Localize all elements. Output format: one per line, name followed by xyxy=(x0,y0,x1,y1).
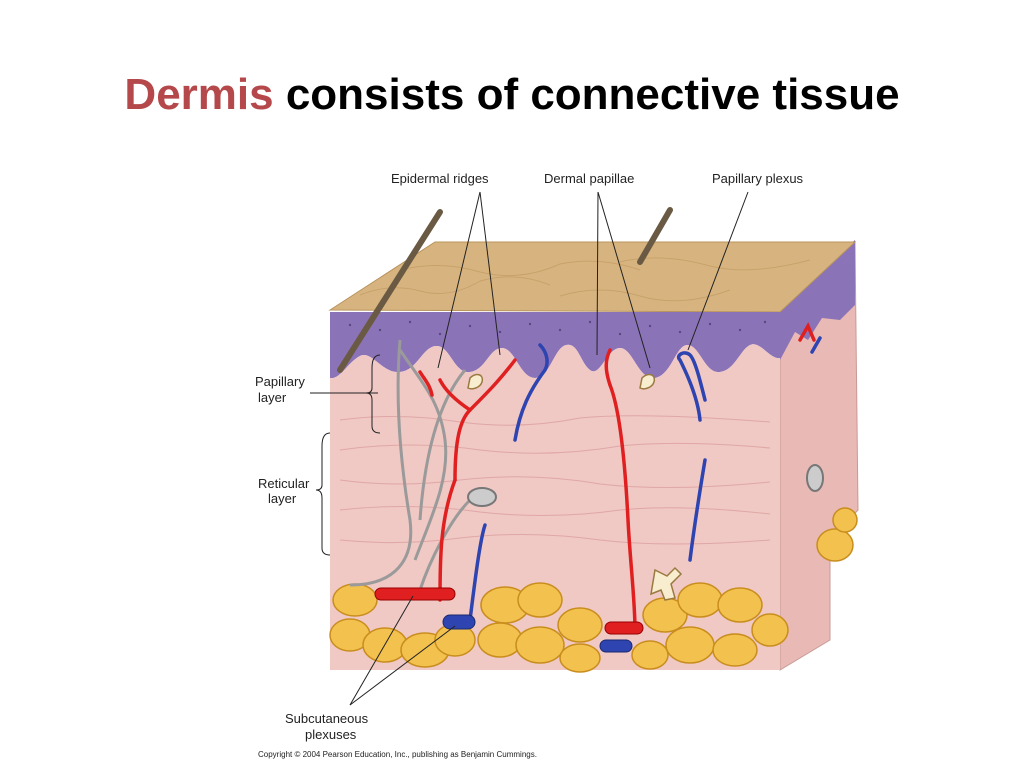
arteries xyxy=(418,322,816,632)
label-epidermal-ridges: Epidermal ridges xyxy=(391,171,489,186)
label-dermal-papillae: Dermal papillae xyxy=(544,171,634,186)
subcutaneous-artery xyxy=(374,587,456,601)
label-subcutaneous-line2: plexuses xyxy=(305,727,357,742)
hair-shaft-left xyxy=(337,209,443,373)
surface-texture xyxy=(359,257,811,302)
adipose-tissue xyxy=(329,507,858,673)
subcutaneous-vein-2 xyxy=(599,639,633,653)
side-corpuscle xyxy=(806,464,824,492)
title-rest: consists of connective tissue xyxy=(273,70,900,119)
nerve-fibers xyxy=(349,339,472,594)
label-papillary-plexus: Papillary plexus xyxy=(712,171,804,186)
epidermis-side-face xyxy=(780,240,855,360)
subcutaneous-artery-2 xyxy=(604,621,644,635)
skin-surface xyxy=(328,241,857,313)
label-reticular-layer-line1: Reticular xyxy=(258,476,310,491)
page-title: Dermis consists of connective tissue xyxy=(0,70,1024,120)
label-papillary-layer-line2: layer xyxy=(258,390,287,405)
gland xyxy=(650,566,683,601)
epidermis-front xyxy=(330,312,780,379)
copyright-notice: Copyright © 2004 Pearson Education, Inc.… xyxy=(258,750,537,759)
subcutaneous-vein xyxy=(442,614,476,630)
label-reticular-layer-line2: layer xyxy=(268,491,297,506)
collagen-fibers xyxy=(339,415,771,545)
epidermis-dots xyxy=(348,320,767,336)
leader-lines xyxy=(310,191,749,706)
papilla-gland-2 xyxy=(467,373,484,390)
hair-shaft-right xyxy=(637,207,673,265)
papilla-gland xyxy=(639,373,656,390)
title-highlight: Dermis xyxy=(124,70,274,119)
label-subcutaneous-line1: Subcutaneous xyxy=(285,711,369,726)
veins xyxy=(468,336,822,622)
label-papillary-layer-line1: Papillary xyxy=(255,374,305,389)
pacinian-corpuscle xyxy=(467,487,497,507)
